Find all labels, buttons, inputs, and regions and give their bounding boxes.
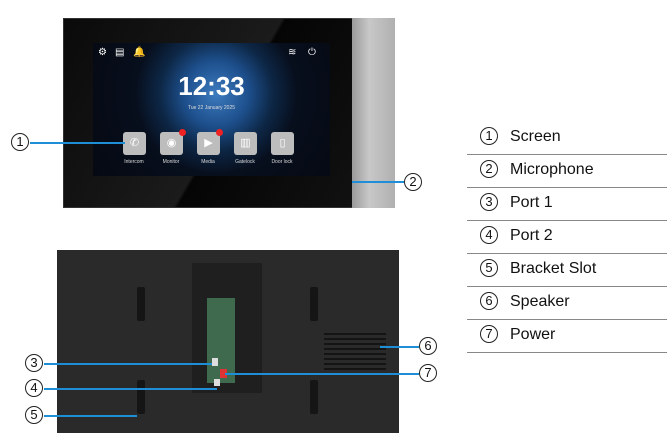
leader-line bbox=[352, 181, 404, 183]
leader-line bbox=[30, 142, 125, 144]
legend-number: 1 bbox=[480, 127, 498, 145]
legend-number: 6 bbox=[480, 292, 498, 310]
bracket-slot bbox=[310, 287, 318, 321]
device-back bbox=[57, 250, 399, 433]
callout-2: 2 bbox=[404, 173, 422, 191]
leader-line bbox=[380, 346, 419, 348]
bracket-slot bbox=[137, 380, 145, 414]
gate-icon: ▥ bbox=[240, 137, 251, 149]
callout-7: 7 bbox=[419, 364, 437, 382]
legend-label: Screen bbox=[510, 128, 561, 145]
legend-label: Power bbox=[510, 326, 556, 343]
play-icon: ▶ bbox=[204, 137, 213, 149]
settings-icon: ⚙ bbox=[98, 47, 107, 58]
power-connector bbox=[220, 369, 227, 378]
app-monitor: ◉ bbox=[160, 129, 186, 155]
leader-line bbox=[225, 373, 419, 375]
leader-line bbox=[44, 415, 137, 417]
app-label: Monitor bbox=[162, 159, 180, 165]
bracket-slot bbox=[310, 380, 318, 414]
legend-number: 5 bbox=[480, 259, 498, 277]
speaker-grille bbox=[324, 333, 386, 373]
sd-card-icon: ▤ bbox=[115, 47, 125, 58]
leader-line bbox=[44, 363, 212, 365]
app-label: Intercom bbox=[124, 159, 144, 165]
device-screen: ⚙ ▤ 🔔 ≋ ⏻ 12:33 Tue 22 January 2025 ✆ ◉ … bbox=[93, 43, 330, 176]
port-2 bbox=[214, 379, 220, 386]
clock: 12:33 bbox=[178, 71, 245, 101]
date: Tue 22 January 2025 bbox=[187, 105, 236, 111]
app-label: Gatelock bbox=[235, 159, 255, 165]
legend-label: Speaker bbox=[510, 293, 570, 310]
legend-label: Bracket Slot bbox=[510, 260, 597, 277]
door-icon: ▯ bbox=[279, 137, 286, 149]
legend-label: Port 1 bbox=[510, 194, 553, 211]
phone-icon: ✆ bbox=[129, 137, 140, 149]
badge bbox=[216, 129, 223, 136]
legend-number: 3 bbox=[480, 193, 498, 211]
app-label: Media bbox=[201, 159, 215, 165]
badge bbox=[179, 129, 186, 136]
app-label: Door lock bbox=[271, 159, 293, 165]
circuit-board bbox=[207, 298, 235, 383]
legend-number: 7 bbox=[480, 325, 498, 343]
legend-number: 2 bbox=[480, 160, 498, 178]
app-media: ▶ bbox=[197, 129, 223, 155]
app-gatelock: ▥ bbox=[234, 132, 257, 155]
legend-item: 6 Speaker bbox=[467, 287, 667, 320]
app-door-lock: ▯ bbox=[271, 132, 294, 155]
legend-label: Port 2 bbox=[510, 227, 553, 244]
power-icon: ⏻ bbox=[308, 47, 316, 58]
legend-item: 4 Port 2 bbox=[467, 221, 667, 254]
bracket-slot bbox=[137, 287, 145, 321]
legend-item: 3 Port 1 bbox=[467, 188, 667, 221]
callout-1: 1 bbox=[11, 133, 29, 151]
legend-label: Microphone bbox=[510, 161, 594, 178]
callout-6: 6 bbox=[419, 337, 437, 355]
legend-item: 5 Bracket Slot bbox=[467, 254, 667, 287]
callout-4: 4 bbox=[25, 379, 43, 397]
callout-5: 5 bbox=[25, 406, 43, 424]
legend-item: 7 Power bbox=[467, 320, 667, 353]
callout-3: 3 bbox=[25, 354, 43, 372]
port-1 bbox=[212, 358, 218, 366]
camera-icon: ◉ bbox=[166, 137, 177, 149]
device-side bbox=[352, 18, 395, 208]
legend-item: 1 Screen bbox=[467, 122, 667, 155]
bell-icon: 🔔 bbox=[133, 47, 146, 58]
wifi-icon: ≋ bbox=[288, 47, 297, 58]
legend-number: 4 bbox=[480, 226, 498, 244]
leader-line bbox=[44, 388, 217, 390]
legend-item: 2 Microphone bbox=[467, 155, 667, 188]
app-intercom: ✆ bbox=[123, 132, 146, 155]
